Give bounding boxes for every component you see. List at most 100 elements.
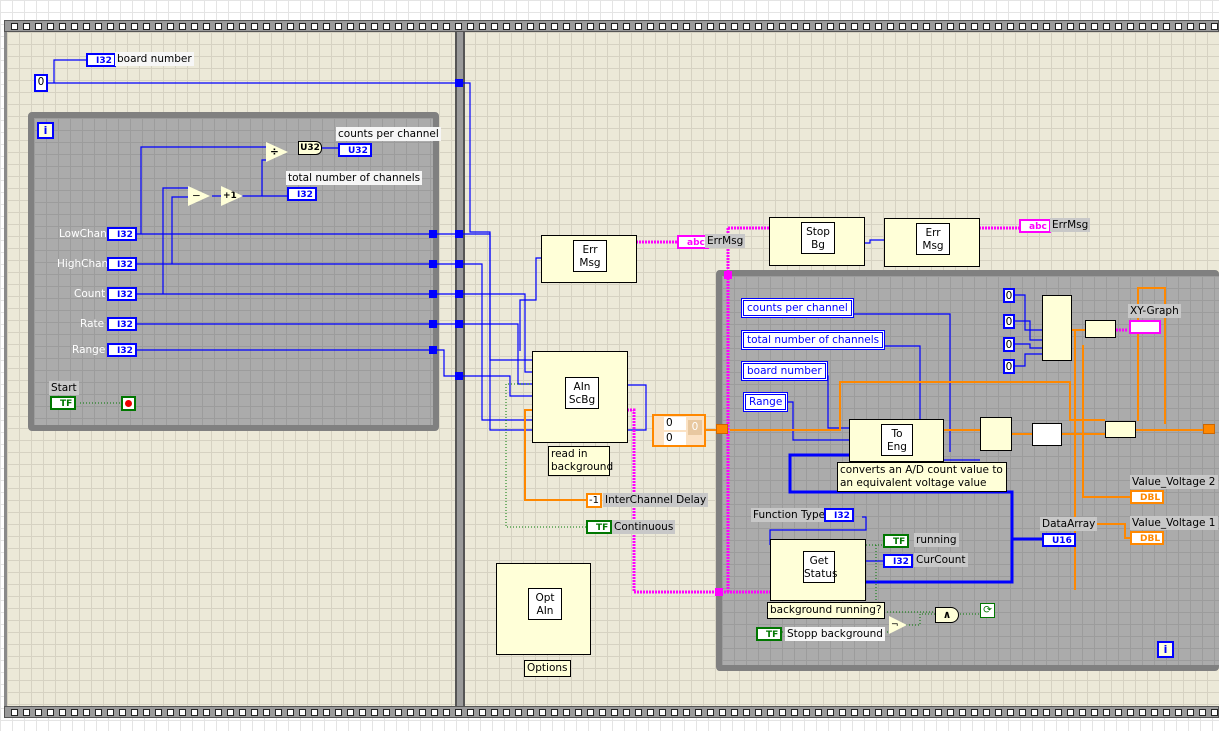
film-hole xyxy=(743,23,750,30)
continuous-constant[interactable]: TF xyxy=(586,520,613,534)
film-hole xyxy=(491,23,498,30)
data-array-indicator[interactable]: U16 xyxy=(1042,533,1076,547)
value-voltage2-indicator[interactable]: DBL xyxy=(1130,490,1165,504)
stop-background-control[interactable]: TF xyxy=(756,627,783,641)
xy-graph-indicator[interactable] xyxy=(1129,320,1161,334)
range-control[interactable]: I32 xyxy=(107,343,137,357)
rate-control[interactable]: I32 xyxy=(107,317,137,331)
film-hole xyxy=(179,709,186,716)
data-array-label: DataArray xyxy=(1040,517,1098,531)
film-hole xyxy=(1055,709,1062,716)
film-hole xyxy=(155,23,162,30)
counts-per-channel-indicator[interactable]: U32 xyxy=(338,143,372,157)
node-text: Status xyxy=(804,568,838,580)
film-hole xyxy=(1079,23,1086,30)
shift-register-right-icon[interactable] xyxy=(1203,424,1215,434)
film-hole xyxy=(587,23,594,30)
film-hole xyxy=(443,709,450,716)
film-hole xyxy=(347,23,354,30)
shift-register-left-icon[interactable] xyxy=(716,424,728,434)
transpose-array-icon[interactable] xyxy=(1032,423,1062,446)
film-hole xyxy=(323,709,330,716)
board-number-constant[interactable]: 0 xyxy=(34,74,48,92)
film-hole xyxy=(983,23,990,30)
while-loop-left[interactable] xyxy=(28,112,439,431)
node-text: AIn xyxy=(536,605,554,617)
cluster-constant[interactable]: 0 0 0 xyxy=(652,414,706,447)
film-hole xyxy=(671,23,678,30)
zero-constant[interactable]: 0 xyxy=(1003,314,1015,329)
errmsg-label: ErrMsg xyxy=(705,234,746,248)
cluster-element[interactable]: 0 xyxy=(664,432,686,445)
board-number-indicator[interactable]: I32 xyxy=(86,53,116,67)
film-hole xyxy=(1163,709,1170,716)
cluster-element[interactable]: 0 xyxy=(688,420,702,435)
running-indicator[interactable]: TF xyxy=(883,534,910,548)
loop-stop-condition-icon[interactable] xyxy=(121,396,136,411)
build-array-icon[interactable] xyxy=(1105,421,1136,438)
local-range[interactable]: Range xyxy=(743,392,789,412)
sequence-frame-bottom-border xyxy=(4,706,1219,718)
counts-per-channel-label: counts per channel xyxy=(336,127,441,141)
local-total-channels[interactable]: total number of channels xyxy=(741,330,886,350)
film-hole xyxy=(443,23,450,30)
zero-constant[interactable]: 0 xyxy=(1003,288,1015,303)
count-control[interactable]: I32 xyxy=(107,287,137,301)
array-subset-icon[interactable] xyxy=(1042,295,1072,361)
and-function[interactable]: ∧ xyxy=(935,607,959,623)
film-hole xyxy=(335,709,342,716)
film-hole xyxy=(791,709,798,716)
lowchan-label: LowChan xyxy=(59,228,107,240)
film-hole xyxy=(47,709,54,716)
film-hole xyxy=(359,23,366,30)
zero-constant[interactable]: 0 xyxy=(1003,359,1015,374)
film-hole xyxy=(899,709,906,716)
errmsg-indicator-2[interactable]: abc xyxy=(1019,219,1051,233)
film-hole xyxy=(131,709,138,716)
reshape-array-icon[interactable] xyxy=(980,417,1012,451)
film-hole xyxy=(155,709,162,716)
cluster-element[interactable]: 0 xyxy=(664,417,686,430)
start-control[interactable]: TF xyxy=(50,396,77,410)
film-hole xyxy=(611,23,618,30)
film-hole xyxy=(287,709,294,716)
film-hole xyxy=(575,709,582,716)
total-channels-indicator[interactable]: I32 xyxy=(287,187,317,201)
bundle-icon[interactable] xyxy=(1085,320,1116,338)
local-board-number[interactable]: board number xyxy=(741,361,828,381)
function-type-control[interactable]: I32 xyxy=(824,508,854,522)
film-hole xyxy=(971,23,978,30)
loop-condition-icon[interactable]: ⟳ xyxy=(980,603,995,618)
interchannel-delay-constant[interactable]: -1 xyxy=(586,493,602,508)
to-u32-conversion[interactable]: U32 xyxy=(298,141,322,155)
film-hole xyxy=(527,709,534,716)
film-hole xyxy=(1103,23,1110,30)
film-hole xyxy=(47,23,54,30)
film-hole xyxy=(335,23,342,30)
film-hole xyxy=(95,23,102,30)
film-hole xyxy=(563,709,570,716)
curcount-indicator[interactable]: I32 xyxy=(883,554,913,568)
tunnel xyxy=(724,271,732,279)
lowchan-control[interactable]: I32 xyxy=(107,227,137,241)
film-hole xyxy=(203,709,210,716)
loop-iteration-icon: i xyxy=(1157,641,1174,658)
film-hole xyxy=(635,23,642,30)
film-hole xyxy=(995,23,1002,30)
local-counts-per-channel[interactable]: counts per channel xyxy=(741,298,854,318)
film-hole xyxy=(719,709,726,716)
zero-constant[interactable]: 0 xyxy=(1003,337,1015,352)
film-hole xyxy=(1067,709,1074,716)
film-hole xyxy=(1091,709,1098,716)
film-hole xyxy=(419,23,426,30)
value-voltage1-indicator[interactable]: DBL xyxy=(1130,531,1165,545)
film-hole xyxy=(95,709,102,716)
highchan-control[interactable]: I32 xyxy=(107,257,137,271)
